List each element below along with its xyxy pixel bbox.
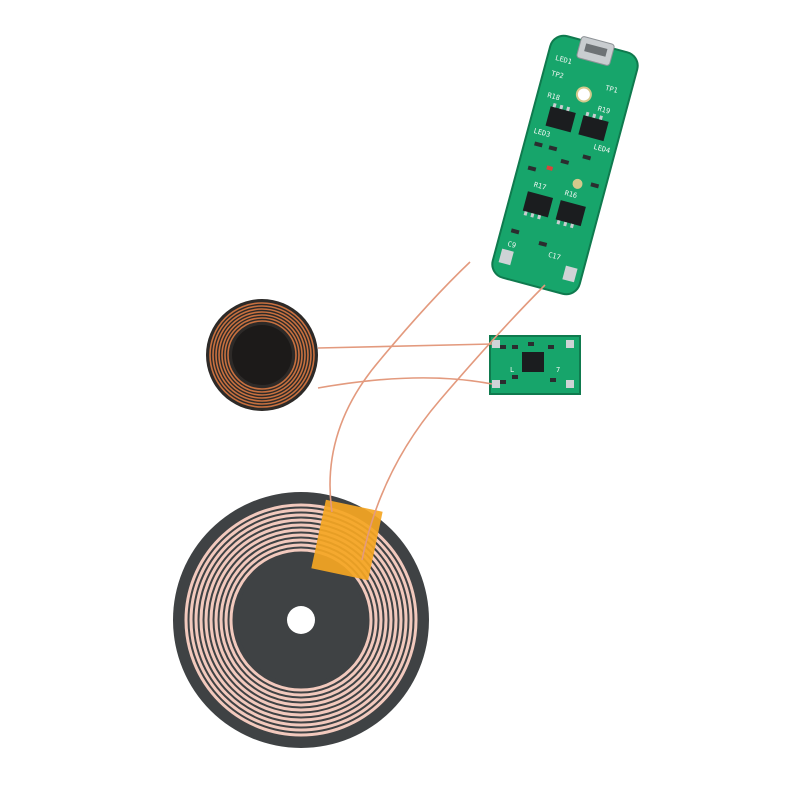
copper-wires [317,261,546,561]
solder-pad [566,380,574,388]
center-hole [287,606,315,634]
receiver-pcb: L 7 [489,335,581,395]
ic-chip [522,191,554,218]
solder-pad [566,340,574,348]
silk-label: R17 [533,181,547,192]
silk-label: 7 [556,366,560,374]
ic-chip [578,115,609,142]
solder-pad [562,265,578,283]
transmitter-pcb: LED1 TP2 TP1 R19 R18 LED3 LED4 R17 R16 C… [491,34,639,296]
silk-label: C9 [507,240,517,250]
silk-label: R19 [597,105,611,116]
solder-pad [492,340,500,348]
silk-label: L [510,366,514,374]
silk-label: R16 [564,189,578,200]
mounting-hole [575,86,592,103]
solder-pad [498,248,514,266]
solder-pad [492,380,500,388]
ic-chip [522,352,544,372]
silk-label: TP2 [550,69,564,80]
silk-label: R18 [546,91,560,102]
silk-label: TP1 [604,84,618,95]
transmitter-coil [173,492,429,748]
silk-label: C17 [547,251,561,262]
receiver-coil [206,299,318,411]
ic-chip [545,106,576,133]
kapton-tape [311,499,383,581]
ic-chip [555,200,586,227]
